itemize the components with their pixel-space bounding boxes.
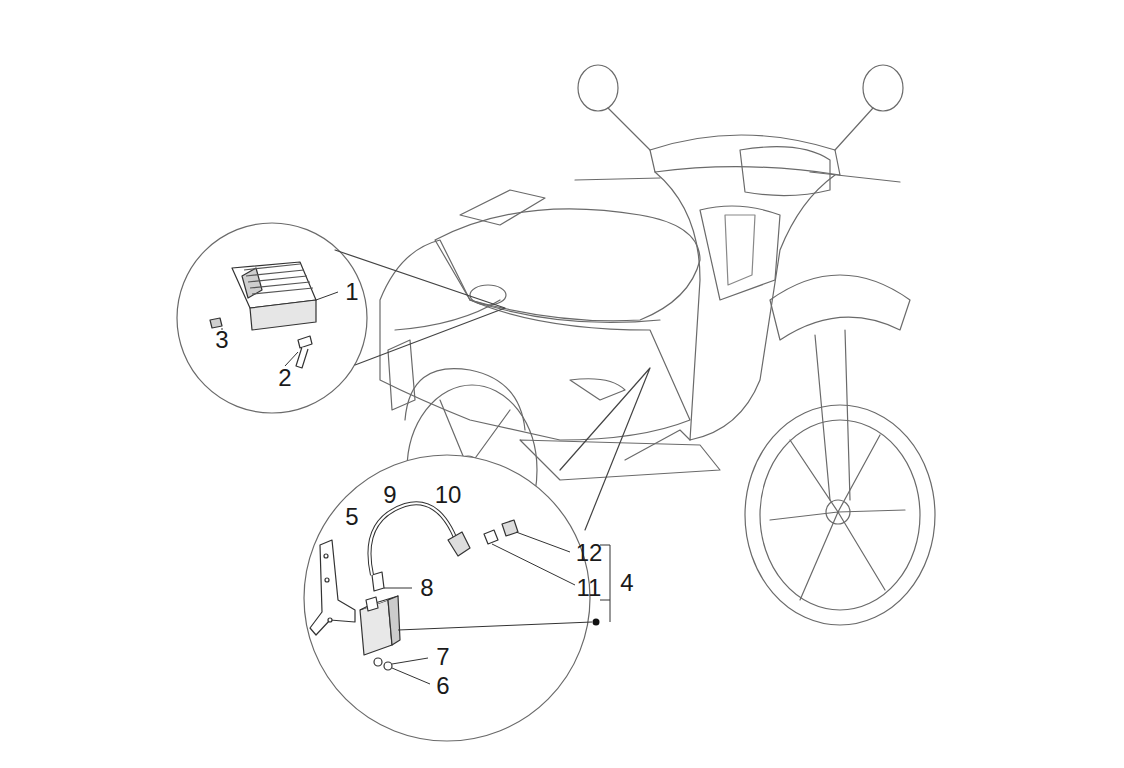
- callout-number: 8: [420, 576, 433, 600]
- callout-number: 7: [436, 645, 449, 669]
- callout-number: 1: [345, 280, 358, 304]
- callout-number: 5: [345, 505, 358, 529]
- callout-number: 3: [215, 328, 228, 352]
- callout-number: 12: [576, 541, 603, 565]
- callout-number: 9: [383, 483, 396, 507]
- callout-number: 6: [436, 674, 449, 698]
- callout-number: 2: [278, 366, 291, 390]
- callout-number: 11: [577, 576, 602, 600]
- callout-number: 4: [620, 571, 633, 595]
- callout-number: 10: [435, 483, 462, 507]
